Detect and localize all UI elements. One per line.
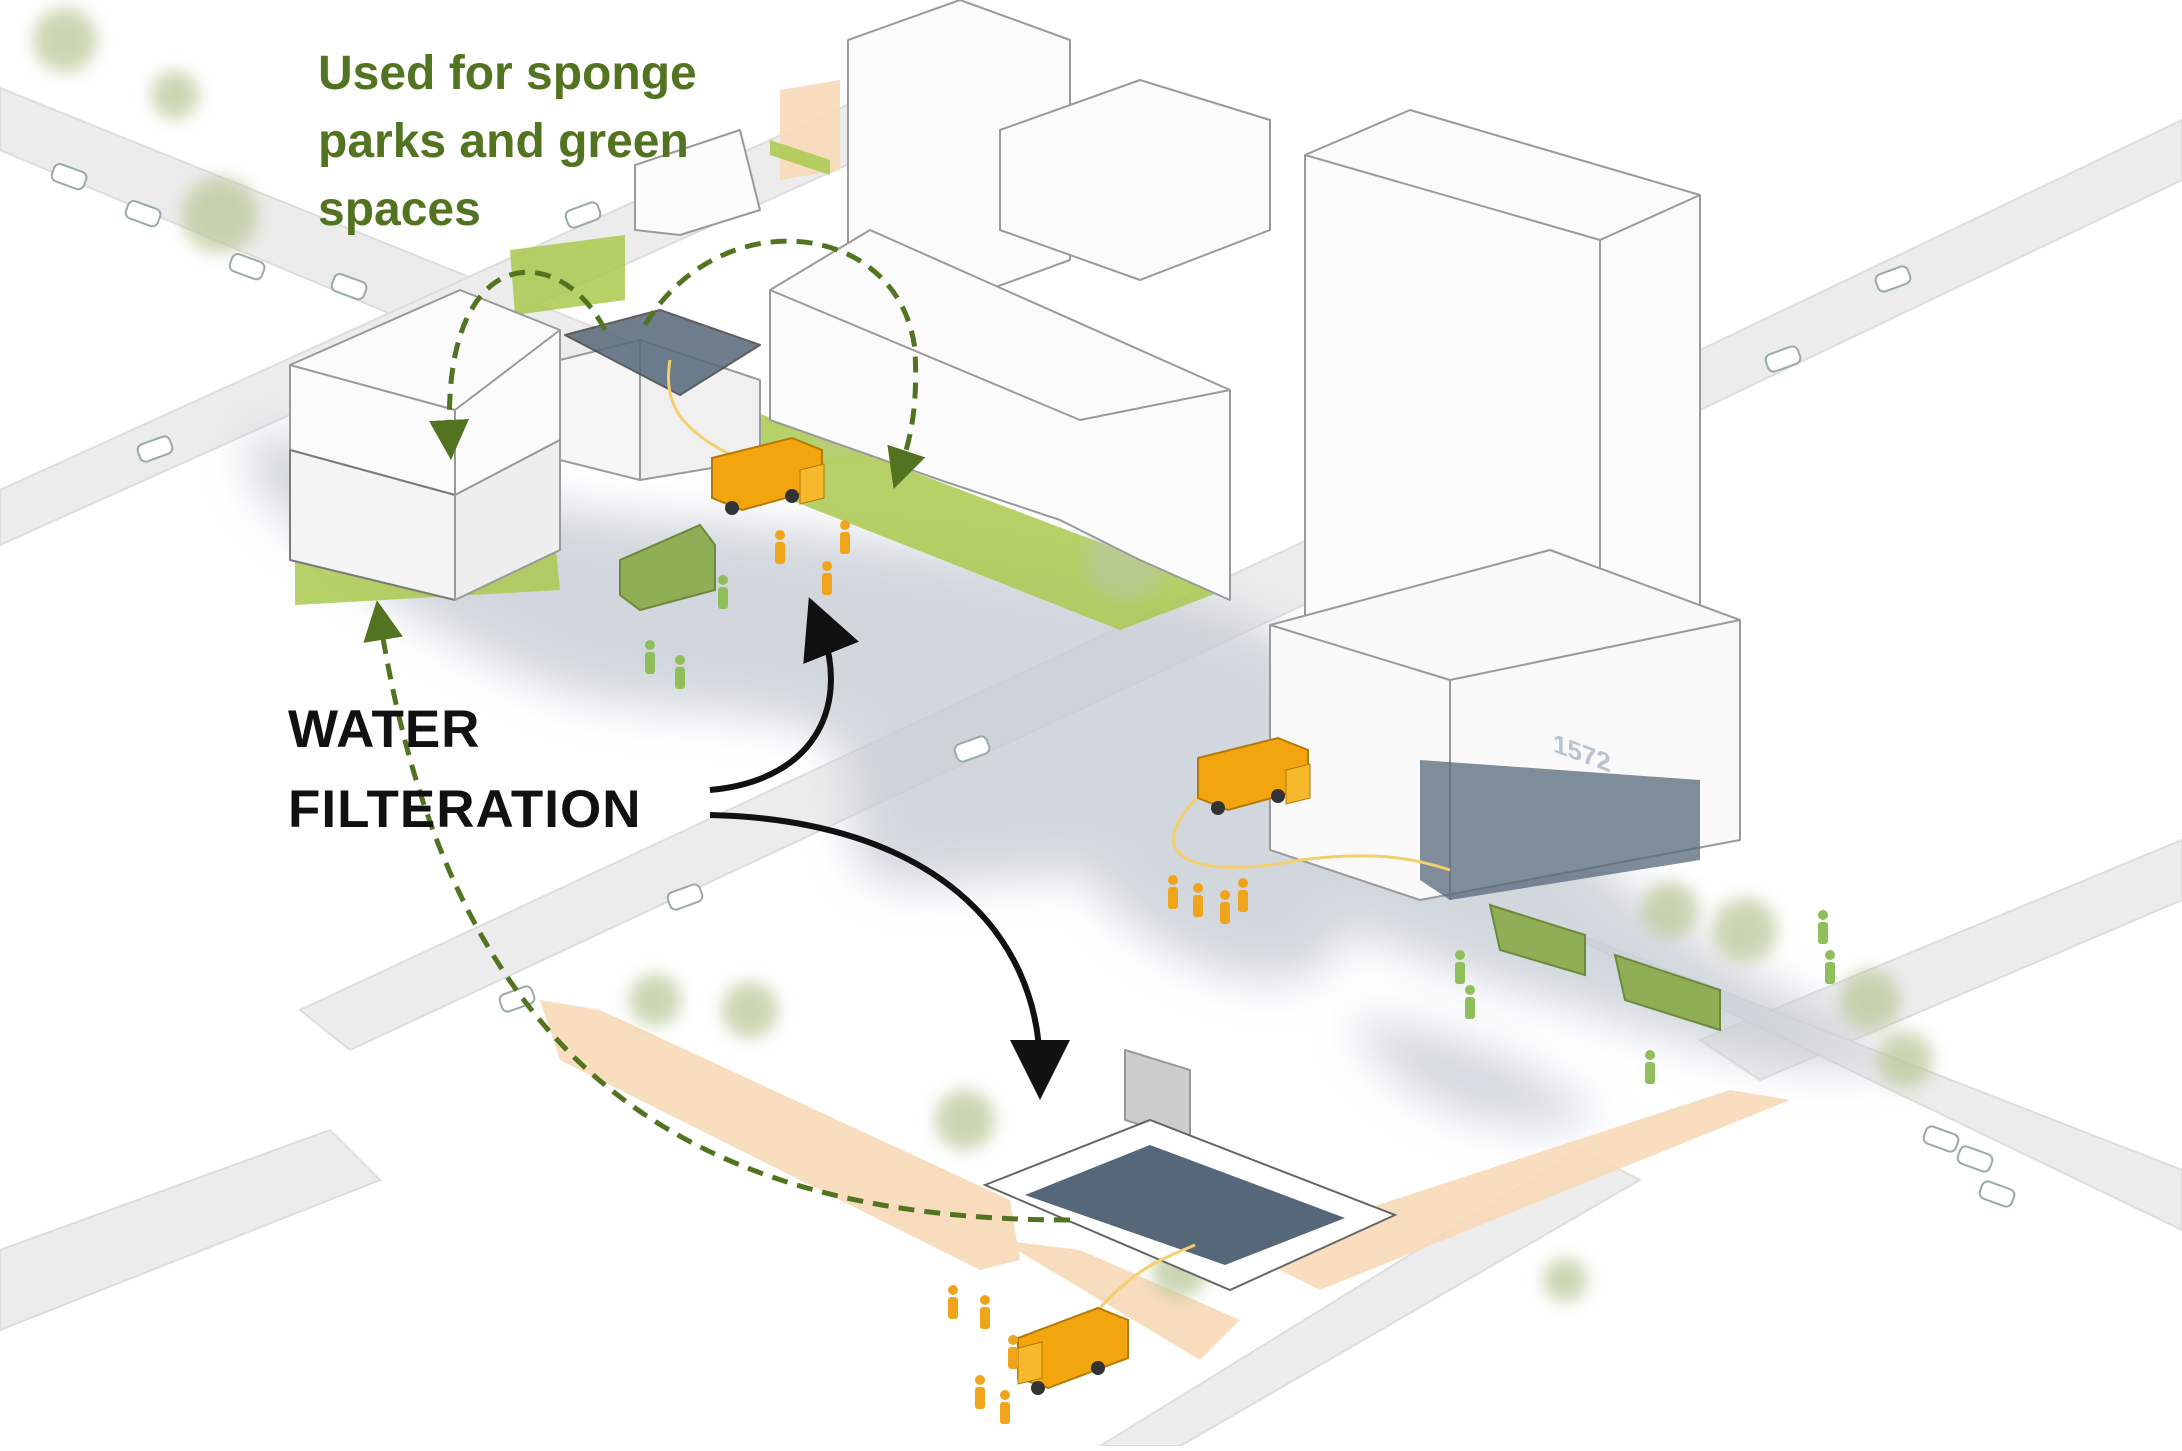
north-building-annex [999, 79, 1271, 281]
person-icon [1168, 875, 1178, 909]
reservoir-water [1025, 1145, 1345, 1265]
tree-icon [935, 1090, 995, 1150]
car-icon [228, 253, 266, 281]
tanker-truck-icon [1017, 1306, 1129, 1395]
rooftop-water-pool [564, 309, 761, 396]
sponge-parks-label: Used for sponge parks and green spaces [318, 40, 878, 244]
arrow-sponge-right [642, 238, 926, 489]
people-green [645, 575, 1835, 1084]
person-icon [1008, 1335, 1018, 1369]
water-filteration-label: WATER FILTERATION [288, 690, 788, 850]
person-icon [1818, 910, 1828, 944]
person-icon [840, 520, 850, 554]
person-icon [1455, 950, 1465, 984]
person-icon [975, 1375, 985, 1409]
car-icon [1978, 1180, 2016, 1208]
underground-water-tank [1420, 760, 1700, 900]
tanker-truck-icon [711, 436, 825, 515]
tree-icon [1877, 1032, 1933, 1088]
car-icon [136, 435, 174, 463]
person-icon [1465, 985, 1475, 1019]
person-icon [1825, 950, 1835, 984]
sponge-parks-label-line1: Used for sponge [318, 47, 697, 100]
water-filteration-label-line1: WATER [288, 700, 481, 759]
buildings [289, 0, 1741, 1141]
arrow-return-to-building [363, 600, 1071, 1223]
road-southwest [0, 1128, 382, 1332]
car-icon [1922, 1125, 1960, 1153]
person-icon [948, 1285, 958, 1319]
car-icon [1874, 265, 1912, 293]
tree-icon [629, 974, 681, 1026]
car-icon [1764, 345, 1802, 373]
long-building [769, 229, 1231, 601]
garbage-truck-icon [619, 523, 1721, 1032]
arrow-filter-to-street [709, 597, 859, 793]
green-lawn-north [510, 235, 625, 315]
tree-icon [1840, 970, 1900, 1030]
person-icon [775, 530, 785, 564]
sand-strip-southeast [1240, 1090, 1790, 1290]
car-icon [564, 201, 602, 229]
car-icon [50, 163, 88, 191]
person-icon [980, 1295, 990, 1329]
people [775, 520, 1248, 1424]
tree-icon [1642, 882, 1698, 938]
person-icon [1220, 890, 1230, 924]
person-icon [1000, 1390, 1010, 1424]
car-icon [1956, 1145, 1994, 1173]
tree-icon [1543, 1258, 1587, 1302]
person-icon [1238, 878, 1248, 912]
water-reservoir [982, 1118, 1398, 1292]
tree-icon [33, 8, 97, 72]
water-filteration-label-line2: FILTERATION [288, 780, 642, 839]
tree-icon [1713, 898, 1777, 962]
arrow-sponge-left [429, 269, 608, 460]
person-icon [718, 575, 728, 609]
person-icon [1193, 883, 1203, 917]
car-icon [953, 735, 991, 763]
person-icon [645, 640, 655, 674]
car-icon [330, 273, 368, 301]
car-icon [666, 883, 704, 911]
small-building [634, 129, 761, 236]
tree-icon [722, 982, 778, 1038]
tree-icon [182, 177, 258, 253]
green-dashed-arrows [363, 238, 1071, 1223]
sponge-parks-label-line2: parks and green [318, 115, 689, 168]
car-icon [124, 200, 162, 228]
cars [50, 163, 2016, 1208]
person-icon [822, 561, 832, 595]
arrow-filter-to-reservoir [709, 812, 1070, 1100]
sponge-parks-label-line3: spaces [318, 183, 481, 236]
sand-strip-southwest [540, 1000, 1020, 1270]
black-arrows [709, 597, 1070, 1100]
person-icon [675, 655, 685, 689]
sand-strip-south [1000, 1240, 1240, 1360]
green-lawn-top [770, 140, 830, 175]
trees [33, 8, 1933, 1302]
tree-icon [151, 71, 199, 119]
person-icon [1645, 1050, 1655, 1084]
tanker-truck-icon [1197, 736, 1311, 815]
sand-paths [540, 80, 1790, 1360]
